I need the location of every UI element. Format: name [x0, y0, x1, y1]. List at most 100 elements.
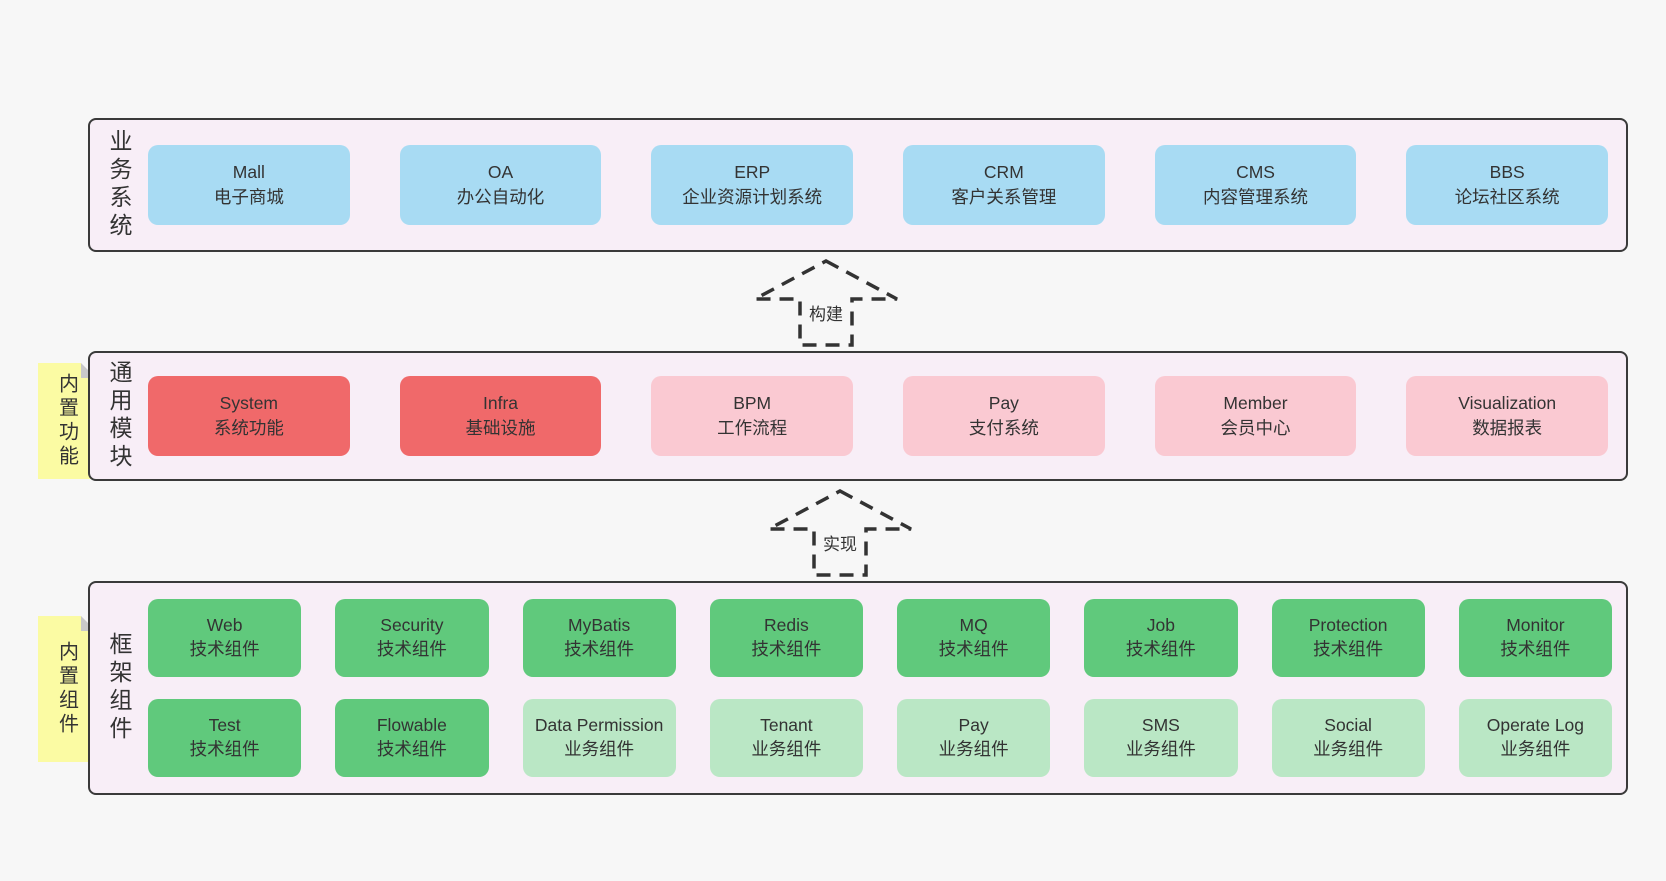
- box-subtitle: 技术组件: [189, 639, 260, 659]
- box-bpm: BPM 工作流程: [651, 376, 854, 456]
- box-title: Mall: [232, 161, 265, 182]
- box-web: Web 技术组件: [148, 599, 302, 677]
- box-subtitle: 工作流程: [717, 418, 788, 438]
- box-subtitle: 系统功能: [213, 418, 284, 438]
- box-subtitle: 业务组件: [1313, 739, 1384, 759]
- box-pay-component: Pay 业务组件: [897, 699, 1051, 777]
- box-mybatis: MyBatis 技术组件: [522, 599, 676, 677]
- components-row-1: Web 技术组件 Security 技术组件 MyBatis 技术组件 Redi…: [148, 599, 1612, 677]
- box-subtitle: 技术组件: [376, 739, 447, 759]
- box-monitor: Monitor 技术组件: [1458, 599, 1612, 677]
- box-mall: Mall 电子商城: [148, 145, 350, 225]
- box-title: Visualization: [1458, 392, 1557, 413]
- box-title: SMS: [1141, 715, 1180, 736]
- box-title: OA: [487, 161, 514, 182]
- box-subtitle: 内容管理系统: [1203, 187, 1309, 207]
- box-oa: OA 办公自动化: [399, 145, 602, 225]
- box-mq: MQ 技术组件: [897, 599, 1051, 677]
- box-title: Social: [1324, 715, 1372, 736]
- band-common-modules-content: System 系统功能 Infra 基础设施 BPM 工作流程 Pay 支付系统…: [148, 353, 1626, 479]
- box-subtitle: 技术组件: [938, 639, 1009, 659]
- box-subtitle: 基础设施: [465, 418, 536, 438]
- box-title: Job: [1146, 615, 1175, 636]
- box-title: MQ: [959, 615, 988, 636]
- band-label-framework-components: 框架组件: [106, 632, 132, 744]
- band-business-systems: 业务系统 Mall 电子商城 OA 办公自动化 ERP 企业资源计划系统 CRM…: [88, 118, 1628, 252]
- box-subtitle: 业务组件: [1125, 739, 1196, 759]
- box-operate-log: Operate Log 业务组件: [1458, 699, 1612, 777]
- box-title: BBS: [1489, 161, 1525, 182]
- box-title: CMS: [1236, 161, 1275, 182]
- band-common-modules: 通用模块 System 系统功能 Infra 基础设施 BPM 工作流程 Pay…: [88, 351, 1628, 481]
- band-label-business-systems: 业务系统: [106, 129, 132, 241]
- box-tenant: Tenant 业务组件: [709, 699, 863, 777]
- box-subtitle: 技术组件: [189, 739, 260, 759]
- box-crm: CRM 客户关系管理: [903, 145, 1105, 225]
- box-protection: Protection 技术组件: [1271, 599, 1425, 677]
- box-title: Web: [206, 615, 243, 636]
- box-subtitle: 技术组件: [1500, 639, 1571, 659]
- box-subtitle: 电子商城: [213, 187, 284, 207]
- box-title: Pay: [988, 392, 1019, 413]
- sticky-note-label: 内置功能: [55, 373, 78, 469]
- box-title: ERP: [734, 161, 771, 182]
- box-title: MyBatis: [568, 615, 631, 636]
- box-title: Security: [380, 615, 444, 636]
- box-title: Member: [1223, 392, 1288, 413]
- box-title: Operate Log: [1486, 715, 1585, 736]
- box-subtitle: 办公自动化: [456, 187, 545, 207]
- box-subtitle: 数据报表: [1472, 418, 1543, 438]
- box-title: Test: [208, 715, 241, 736]
- sticky-note-label: 内置组件: [55, 641, 78, 737]
- box-title: Monitor: [1506, 615, 1565, 636]
- box-subtitle: 技术组件: [751, 639, 822, 659]
- box-security: Security 技术组件: [335, 599, 489, 677]
- box-infra: Infra 基础设施: [399, 376, 602, 456]
- box-subtitle: 技术组件: [564, 639, 635, 659]
- box-subtitle: 会员中心: [1220, 418, 1291, 438]
- box-title: Tenant: [760, 715, 813, 736]
- band-label-common-modules: 通用模块: [106, 360, 132, 472]
- box-visualization: Visualization 数据报表: [1406, 376, 1609, 456]
- box-sms: SMS 业务组件: [1084, 699, 1238, 777]
- band-business-systems-content: Mall 电子商城 OA 办公自动化 ERP 企业资源计划系统 CRM 客户关系…: [148, 120, 1626, 250]
- box-subtitle: 业务组件: [751, 739, 822, 759]
- box-job: Job 技术组件: [1084, 599, 1238, 677]
- box-subtitle: 企业资源计划系统: [682, 187, 823, 207]
- band-framework-components: 框架组件 Web 技术组件 Security 技术组件 MyBatis 技术组件…: [88, 581, 1628, 795]
- box-subtitle: 业务组件: [1500, 739, 1571, 759]
- box-system: System 系统功能: [148, 376, 350, 456]
- box-title: Data Permission: [534, 715, 664, 736]
- box-subtitle: 客户关系管理: [951, 187, 1057, 207]
- arrow-implement-label: 实现: [819, 529, 861, 556]
- band-framework-components-content: Web 技术组件 Security 技术组件 MyBatis 技术组件 Redi…: [148, 583, 1626, 793]
- box-flowable: Flowable 技术组件: [335, 699, 489, 777]
- box-subtitle: 业务组件: [938, 739, 1009, 759]
- box-redis: Redis 技术组件: [709, 599, 863, 677]
- box-test: Test 技术组件: [148, 699, 302, 777]
- box-subtitle: 技术组件: [1313, 639, 1384, 659]
- box-social: Social 业务组件: [1271, 699, 1425, 777]
- arrow-build: 构建: [751, 257, 901, 349]
- box-erp: ERP 企业资源计划系统: [651, 145, 854, 225]
- arrow-implement: 实现: [765, 487, 915, 579]
- box-subtitle: 业务组件: [564, 739, 635, 759]
- box-member: Member 会员中心: [1154, 376, 1357, 456]
- box-title: Infra: [482, 392, 519, 413]
- box-subtitle: 技术组件: [1125, 639, 1196, 659]
- box-title: Flowable: [376, 715, 447, 736]
- box-subtitle: 论坛社区系统: [1454, 187, 1560, 207]
- box-title: Redis: [764, 615, 809, 636]
- box-title: Protection: [1308, 615, 1388, 636]
- box-cms: CMS 内容管理系统: [1154, 145, 1357, 225]
- box-bbs: BBS 论坛社区系统: [1406, 145, 1609, 225]
- sticky-note-built-in-features: 内置功能: [38, 363, 96, 479]
- components-row-2: Test 技术组件 Flowable 技术组件 Data Permission …: [148, 699, 1612, 777]
- box-title: CRM: [983, 161, 1024, 182]
- up-arrow-icon: [754, 259, 898, 347]
- box-title: BPM: [733, 392, 772, 413]
- box-title: System: [219, 392, 279, 413]
- box-pay-module: Pay 支付系统: [903, 376, 1105, 456]
- arrow-build-label: 构建: [805, 299, 847, 326]
